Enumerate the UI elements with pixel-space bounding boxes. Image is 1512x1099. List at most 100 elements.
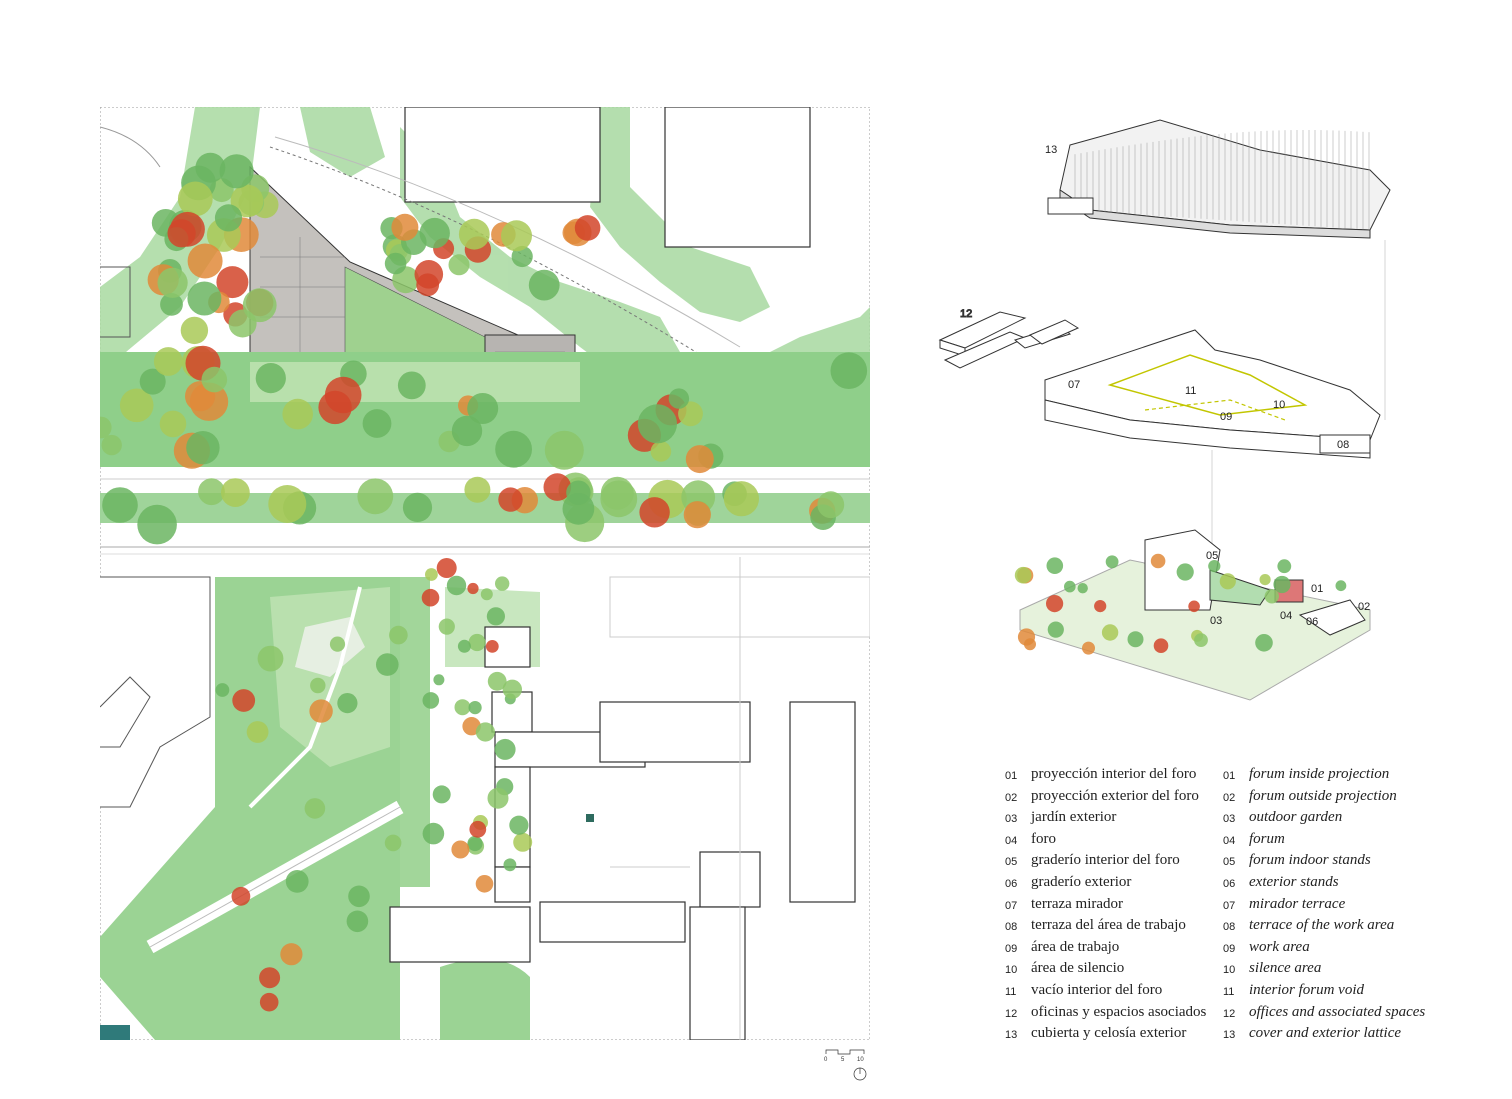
legend-text: interior forum void — [1249, 981, 1364, 998]
tree — [1208, 560, 1221, 573]
legend-number: 10 — [1223, 964, 1236, 977]
tree — [157, 267, 188, 298]
tree — [475, 875, 494, 893]
tree — [678, 401, 703, 427]
site-axonometric: 05 01 02 03 04 06 — [1014, 529, 1371, 701]
tree — [232, 689, 256, 712]
tree — [421, 588, 440, 607]
tree — [285, 870, 309, 893]
tree — [384, 252, 407, 275]
legend-number: 04 — [1005, 834, 1018, 847]
legend-text: proyección exterior del foro — [1031, 787, 1199, 804]
legend-number: 13 — [1005, 1029, 1018, 1042]
tree — [639, 497, 670, 528]
legend-number: 12 — [1005, 1007, 1018, 1020]
tree — [102, 487, 138, 523]
legend-text: forum inside projection — [1249, 766, 1390, 782]
legend-number: 11 — [1223, 985, 1235, 998]
legend-number: 06 — [1223, 877, 1236, 890]
legend-number: 12 — [1223, 1007, 1236, 1020]
tree — [180, 316, 209, 345]
legend-number: 07 — [1005, 899, 1018, 912]
legend-text: silence area — [1249, 960, 1322, 977]
legend-number: 08 — [1223, 921, 1236, 934]
legend-number: 02 — [1005, 791, 1018, 804]
tree — [1094, 600, 1107, 613]
tree — [1105, 555, 1119, 569]
tree — [201, 366, 228, 393]
tree — [389, 625, 408, 645]
tree — [1077, 583, 1088, 594]
tree — [280, 943, 303, 966]
tree — [486, 607, 505, 626]
tree — [467, 582, 479, 595]
legend-number: 05 — [1223, 856, 1236, 869]
label-13: 13 — [1045, 144, 1057, 156]
scale-bar: 0 5 10 — [824, 1049, 867, 1081]
tree — [1176, 563, 1194, 581]
legend-number: 11 — [1005, 985, 1017, 998]
tree — [1046, 557, 1064, 574]
legend-text: cover and exterior lattice — [1249, 1025, 1402, 1042]
tree — [422, 822, 445, 845]
tree — [337, 693, 358, 714]
tree — [309, 699, 333, 723]
tree — [1064, 580, 1076, 593]
tree — [1153, 638, 1169, 653]
south-buildings — [389, 626, 856, 1040]
tree — [137, 504, 177, 545]
legend-text: forum outside projection — [1249, 787, 1397, 804]
tree — [448, 254, 470, 276]
tree — [259, 992, 279, 1012]
tree — [451, 840, 470, 859]
tree — [495, 576, 510, 591]
tree — [1047, 621, 1064, 638]
tree — [1150, 553, 1166, 569]
tree — [1127, 631, 1144, 648]
scale-tick-5: 5 — [841, 1057, 845, 1063]
scale-tick-0: 0 — [824, 1057, 828, 1063]
tree — [177, 181, 213, 217]
tree — [357, 478, 394, 515]
legend-item: 10 silence area — [1223, 959, 1433, 981]
label-12: 12 — [960, 308, 972, 320]
legend-text: jardín exterior — [1031, 809, 1117, 826]
tree — [215, 683, 230, 697]
tree — [221, 478, 250, 507]
tree — [498, 487, 523, 512]
site-plan — [100, 107, 870, 1040]
tree — [187, 281, 222, 316]
tree — [187, 243, 223, 279]
tree — [600, 480, 638, 518]
legend-text: graderío exterior — [1031, 873, 1132, 890]
tree — [1277, 559, 1292, 574]
tree — [458, 218, 490, 250]
tree — [509, 815, 529, 835]
tree — [574, 215, 601, 241]
legend-number: 03 — [1223, 813, 1236, 826]
tree — [451, 415, 483, 447]
tree — [502, 679, 522, 699]
tree — [469, 820, 487, 838]
tree — [198, 478, 225, 506]
tree — [195, 152, 226, 183]
tree — [119, 388, 154, 423]
tree — [329, 636, 346, 652]
tree — [348, 885, 370, 908]
legend-number: 10 — [1005, 964, 1018, 977]
tree — [817, 491, 845, 519]
legend-number: 01 — [1005, 770, 1018, 782]
tree — [685, 445, 714, 474]
legend-number: 03 — [1005, 813, 1018, 826]
tree — [216, 266, 249, 299]
tree — [1046, 595, 1064, 613]
